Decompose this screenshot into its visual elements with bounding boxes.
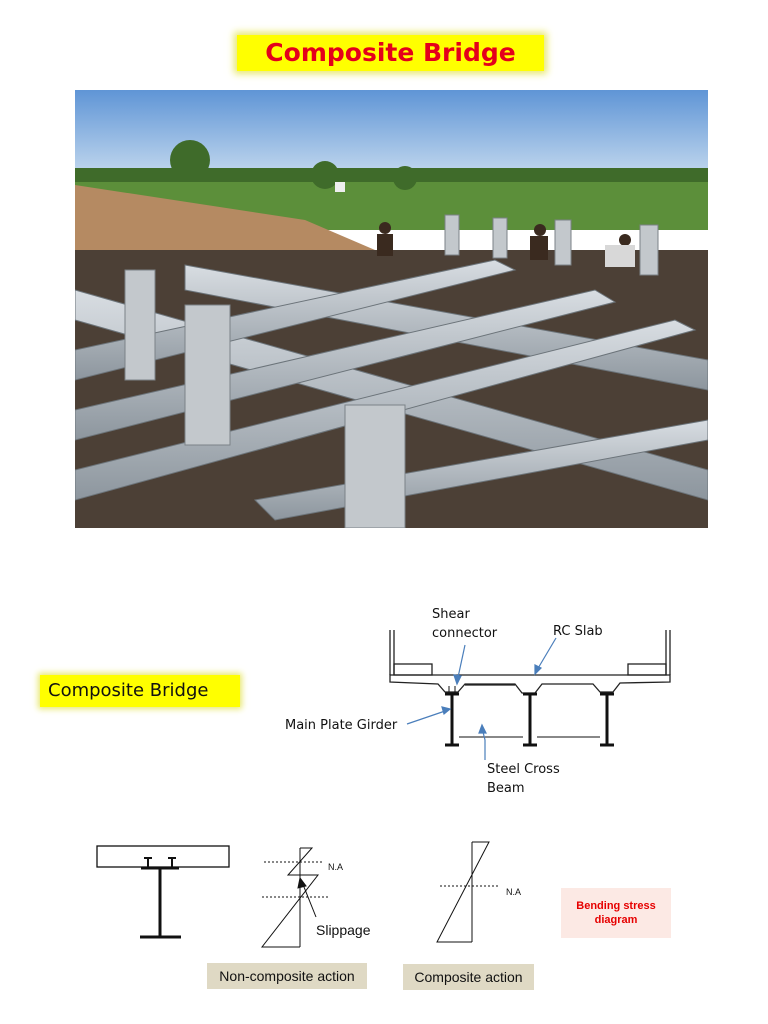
steel-cross-beam-label-2: Beam [487, 781, 525, 796]
bending-stress-label: Bending stress diagram [561, 888, 671, 938]
na-left-label: N.A [328, 862, 343, 872]
page-title: Composite Bridge [237, 35, 544, 71]
non-composite-caption: Non-composite action [207, 963, 367, 989]
bridge-construction-photo [75, 90, 708, 528]
main-plate-girder-label: Main Plate Girder [285, 718, 398, 733]
section-label: Composite Bridge [40, 675, 240, 707]
composite-stress-diagram [436, 841, 500, 943]
composite-caption: Composite action [403, 964, 534, 990]
shear-connector-label-2: connector [432, 626, 498, 641]
na-right-label: N.A [506, 887, 521, 897]
main-plate-girders [445, 692, 614, 747]
steel-cross-beam-label: Steel Cross [487, 762, 560, 777]
non-composite-stress-diagram [260, 847, 328, 948]
slippage-label: Slippage [316, 922, 371, 938]
shear-connector-label: Shear [432, 607, 470, 622]
composite-i-section [96, 845, 230, 939]
rc-slab-label: RC Slab [553, 624, 603, 639]
